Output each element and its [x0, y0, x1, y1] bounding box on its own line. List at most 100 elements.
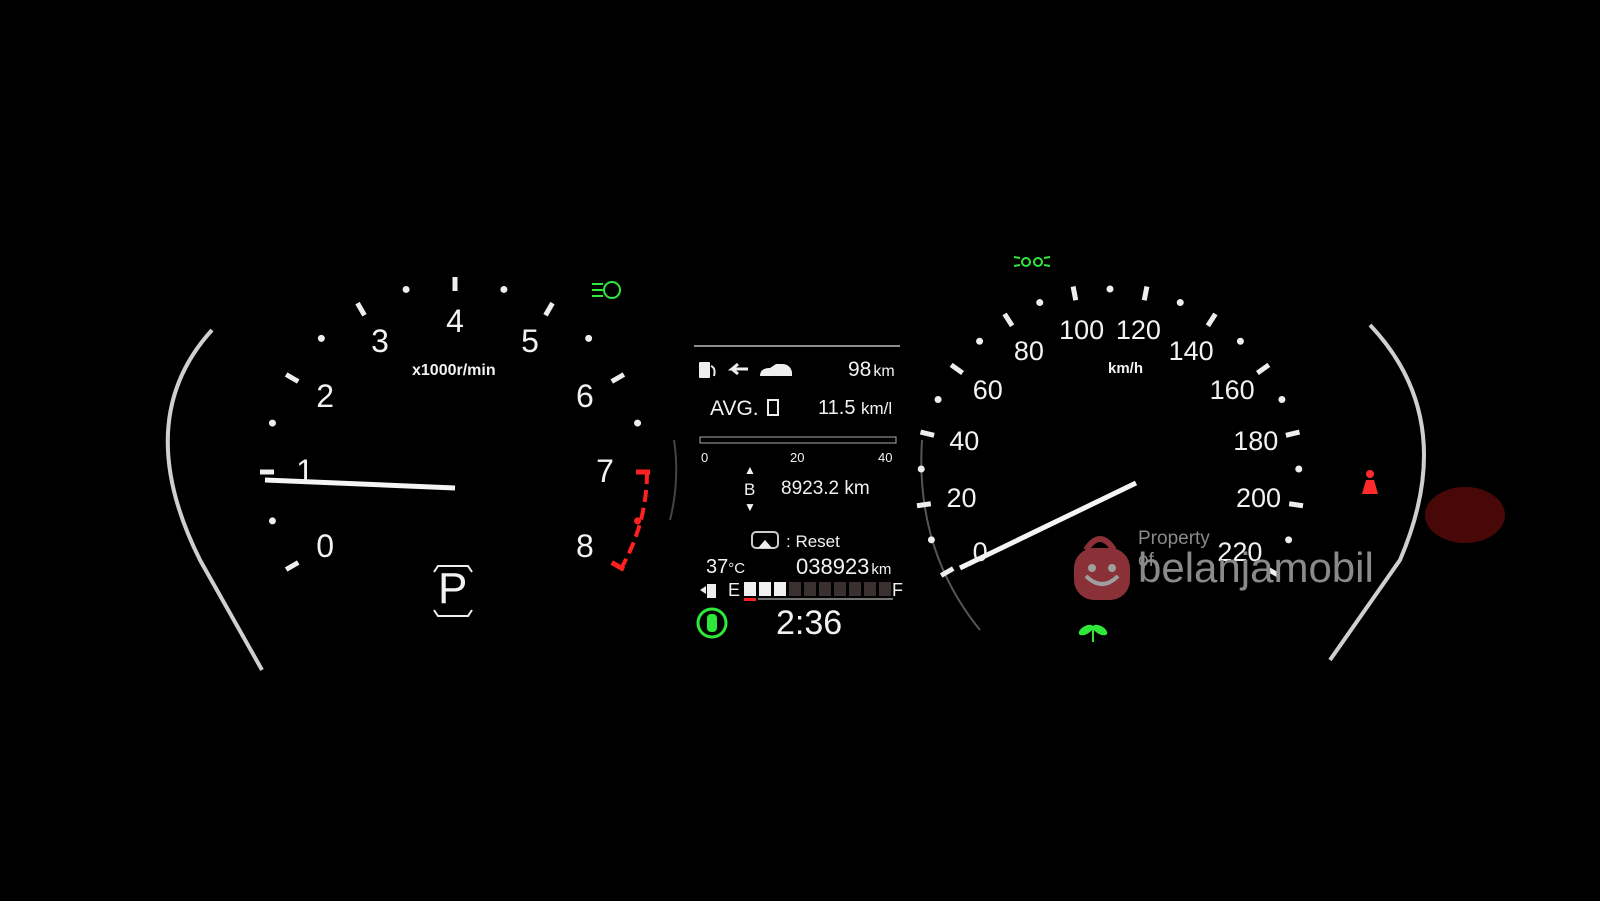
- trip-value: 8923.2 km: [781, 478, 870, 499]
- clock: 2:36: [776, 604, 843, 642]
- fuel-segment: [744, 582, 756, 596]
- speedo-label: 140: [1168, 335, 1214, 366]
- speedo-label: 40: [949, 426, 980, 457]
- position-light-icon: [1013, 256, 1051, 267]
- fuel-full-label: F: [892, 580, 903, 600]
- speedo-major-tick: [1002, 312, 1015, 328]
- speedo-major-tick: [919, 429, 935, 438]
- speedo-minor-tick: [1295, 465, 1303, 473]
- fuel-economy-bar: [699, 436, 897, 444]
- speedo-major-tick: [1265, 566, 1281, 578]
- tach-label: 4: [446, 302, 464, 339]
- tach-label: 1: [296, 452, 314, 489]
- tach-minor-tick: [585, 334, 593, 342]
- fuel-segment: [849, 582, 861, 596]
- scale-label: 40: [878, 450, 893, 465]
- speedo-minor-tick: [976, 337, 984, 345]
- tach-minor-tick: [268, 419, 276, 427]
- tach-label: 5: [521, 322, 539, 359]
- redline-zone: [619, 471, 649, 569]
- avg-label: AVG.: [710, 397, 759, 420]
- tach-major-tick: [543, 301, 555, 317]
- trip-label: B: [744, 480, 756, 499]
- tach-major-tick: [284, 372, 300, 384]
- right-bezel: [1328, 323, 1426, 662]
- watermark-logo: [1074, 536, 1130, 600]
- speedo-minor-tick: [1278, 395, 1286, 403]
- speedo-label: 100: [1059, 314, 1105, 345]
- trip-down-arrow[interactable]: ▼: [744, 500, 756, 514]
- tach-minor-tick: [402, 285, 410, 293]
- speedo-label: 20: [946, 483, 977, 514]
- fuel-segment: [819, 582, 831, 596]
- speedo-inner-arc: [920, 439, 981, 631]
- tach-major-tick: [610, 372, 626, 384]
- red-glow: [1425, 487, 1505, 543]
- speedo-major-tick: [1205, 312, 1218, 328]
- fuel-segment: [759, 582, 771, 596]
- left-bezel: [165, 328, 264, 671]
- fuel-segment: [879, 582, 891, 596]
- scale-label: 0: [701, 450, 709, 465]
- speedo-minor-tick: [934, 395, 942, 403]
- speedo-minor-tick: [1036, 299, 1044, 307]
- tach-label: 0: [316, 527, 334, 564]
- speedo-label: 220: [1217, 536, 1263, 567]
- speedo-minor-tick: [1106, 285, 1114, 293]
- tach-label: 2: [316, 377, 334, 414]
- tach-minor-tick: [268, 517, 276, 525]
- tach-label: 8: [575, 527, 594, 564]
- fuel-segment: [789, 582, 801, 596]
- immobilizer-icon: [696, 607, 728, 639]
- speedo-major-tick: [1288, 501, 1304, 509]
- fuel-segment: [774, 582, 786, 596]
- speedo-minor-tick: [927, 536, 935, 544]
- speedo-label: 180: [1233, 426, 1279, 457]
- fuel-gauge-pump-icon: [700, 584, 716, 598]
- auto-headlight-icon: [592, 281, 621, 299]
- speedo-minor-tick: [1176, 299, 1184, 307]
- seatbelt-warning-icon: [1362, 470, 1378, 494]
- speedo-label: 120: [1115, 314, 1161, 345]
- fuel-segment: [864, 582, 876, 596]
- speedo-unit: km/h: [1108, 360, 1144, 377]
- speedo-major-tick: [949, 362, 965, 376]
- fuel-empty-label: E: [728, 580, 741, 600]
- tach-minor-tick: [634, 419, 642, 427]
- speedo-label: 160: [1209, 374, 1255, 405]
- tach-minor-tick: [634, 517, 642, 525]
- tach-major-tick: [284, 560, 300, 572]
- fuel-pump-icon: [699, 362, 792, 378]
- tach-minor-tick: [500, 285, 508, 293]
- outside-temp: 37°C: [706, 556, 746, 578]
- tach-inner-arc: [669, 439, 678, 521]
- speedo-major-tick: [1141, 286, 1150, 301]
- tach-label: 7: [596, 452, 614, 489]
- speedo-major-tick: [1070, 286, 1079, 301]
- speedo-major-tick: [916, 501, 932, 509]
- speedo-label: 80: [1013, 335, 1044, 366]
- avg-fuel-icon: [767, 399, 779, 416]
- gear-p-frame: [433, 565, 473, 617]
- tach-label: 3: [371, 322, 389, 359]
- tach-unit: x1000r/min: [412, 362, 496, 379]
- tach-major-tick: [355, 301, 367, 317]
- speedo-label: 200: [1235, 483, 1281, 514]
- speedo-needle: [958, 480, 1138, 571]
- speedo-label: 0: [972, 536, 988, 567]
- speedo-label: 60: [972, 374, 1003, 405]
- speedo-major-tick: [1255, 362, 1271, 376]
- speedo-major-tick: [939, 566, 955, 578]
- speedo-minor-tick: [1285, 536, 1293, 544]
- trip-up-arrow[interactable]: ▲: [744, 463, 756, 477]
- gear-indicator: P: [438, 564, 468, 613]
- fuel-segment: [804, 582, 816, 596]
- tach-needle: [264, 477, 456, 491]
- fuel-reserve-mark: [744, 598, 756, 601]
- speedo-minor-tick: [917, 465, 925, 473]
- scale-label: 20: [790, 450, 805, 465]
- avg-fuel-economy: 11.5 km/l: [818, 397, 893, 419]
